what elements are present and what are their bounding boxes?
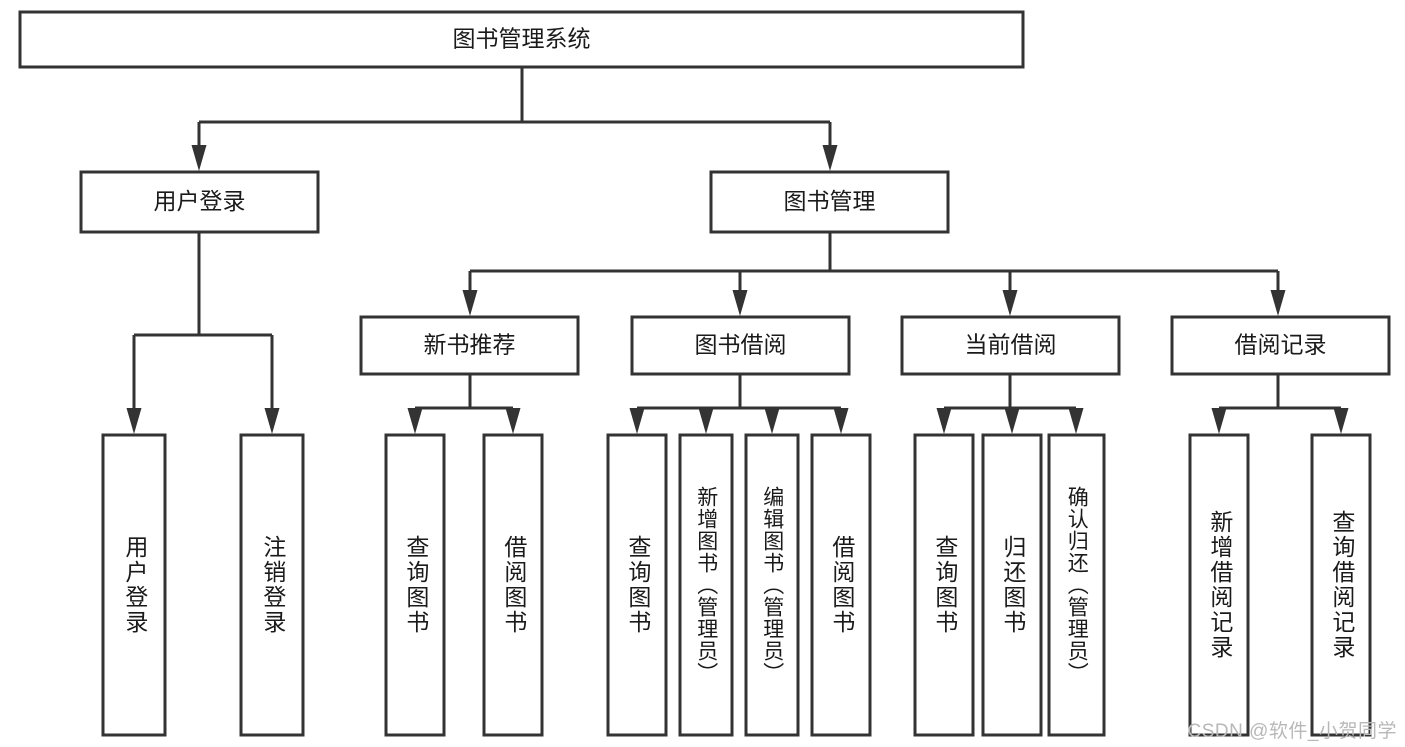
- node-label-root: 图书管理系统: [453, 26, 591, 52]
- node-box-leaf_rec_2[interactable]: [1310, 433, 1372, 737]
- node-box-leaf_borrow_2[interactable]: [678, 433, 734, 737]
- csdn-watermark: CSDN @软件_小贺同学: [1187, 721, 1397, 742]
- node-box-leaf_login_2[interactable]: [239, 433, 305, 737]
- node-box-leaf_cur_3[interactable]: [1047, 433, 1106, 737]
- node-box-login[interactable]: [79, 170, 320, 234]
- node-label-bookmgmt: 图书管理: [784, 188, 876, 214]
- node-box-root[interactable]: [18, 10, 1025, 69]
- connector-borrowrecord-bus: [1211, 374, 1349, 434]
- node-box-leaf_cur_1[interactable]: [913, 433, 975, 737]
- connector-bookmgmt-bus: [462, 232, 1286, 316]
- node-layer: [18, 10, 1391, 737]
- connector-login-bus: [126, 232, 280, 434]
- node-box-leaf_rec_1[interactable]: [1188, 433, 1250, 737]
- node-box-newbook[interactable]: [359, 315, 580, 376]
- node-box-borrowrecord[interactable]: [1170, 315, 1391, 376]
- node-box-leaf_borrow_3[interactable]: [744, 433, 800, 737]
- node-box-borrowbook[interactable]: [630, 315, 851, 376]
- node-label-login: 用户登录: [154, 188, 246, 214]
- connector-currentborrow-bus: [936, 374, 1084, 434]
- connector-borrowbook-bus: [629, 374, 849, 434]
- node-box-leaf_new_2[interactable]: [482, 433, 544, 737]
- node-box-leaf_borrow_4[interactable]: [810, 433, 872, 737]
- connector-root-bus: [191, 67, 838, 171]
- node-box-leaf_borrow_1[interactable]: [606, 433, 668, 737]
- node-box-leaf_new_1[interactable]: [384, 433, 446, 737]
- node-label-borrowrecord: 借阅记录: [1235, 332, 1327, 358]
- node-box-bookmgmt[interactable]: [709, 170, 950, 234]
- node-box-currentborrow[interactable]: [900, 315, 1121, 376]
- node-label-currentborrow: 当前借阅: [965, 332, 1057, 358]
- node-box-leaf_cur_2[interactable]: [981, 433, 1043, 737]
- node-box-leaf_login_1[interactable]: [101, 433, 167, 737]
- node-label-newbook: 新书推荐: [424, 332, 516, 358]
- connector-newbook-bus: [407, 374, 521, 434]
- connector-layer: [126, 67, 1349, 434]
- node-label-borrowbook: 图书借阅: [695, 332, 787, 358]
